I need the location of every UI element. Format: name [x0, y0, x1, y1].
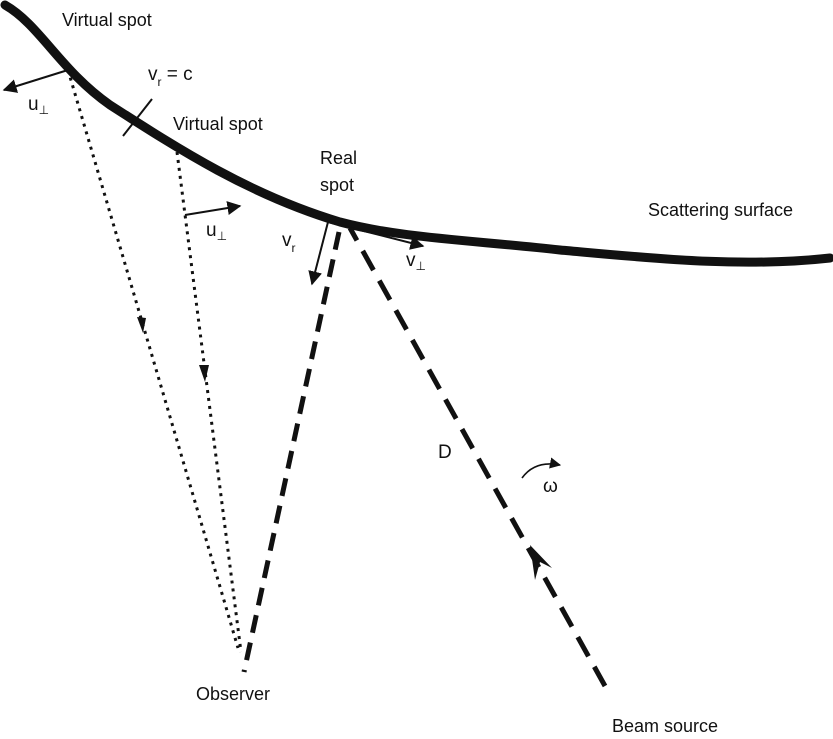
dashed-beam-source-to-real — [347, 226, 608, 688]
omega-rotation-arrow — [521, 457, 562, 479]
dotted-ray-mid-arrowhead — [199, 365, 209, 382]
u-perp-top-label: u⊥ — [28, 94, 49, 117]
virtual-spot-top-label: Virtual spot — [62, 10, 152, 30]
v-perp-arrow — [327, 221, 425, 250]
u-perp-mid-arrow — [184, 201, 242, 216]
beam-direction-arrowhead — [530, 545, 552, 580]
vr-equals-c-label: vr = c — [148, 64, 193, 89]
v-perp-label: v⊥ — [406, 250, 426, 273]
vr-equals-c-tick — [122, 98, 153, 137]
virtual-spot-mid-label: Virtual spot — [173, 114, 263, 134]
dotted-ray-top-virtual — [66, 69, 240, 649]
observer-label: Observer — [196, 684, 270, 704]
distance-label: D — [438, 442, 452, 463]
vr-label: vr — [282, 230, 296, 255]
beam-source-label: Beam source — [612, 716, 718, 736]
real-spot-label-line1: Real — [320, 148, 357, 168]
u-perp-top-arrow — [2, 69, 69, 93]
vr-arrow — [308, 221, 329, 286]
dashed-ray-real-to-observer — [241, 231, 342, 673]
scattering-surface-curve — [0, 0, 833, 267]
dotted-ray-top-arrowhead — [137, 317, 146, 333]
scattering-surface-label: Scattering surface — [648, 200, 793, 220]
omega-label: ω — [543, 476, 558, 497]
real-spot-label-line2: spot — [320, 175, 354, 195]
u-perp-mid-label: u⊥ — [206, 220, 227, 243]
